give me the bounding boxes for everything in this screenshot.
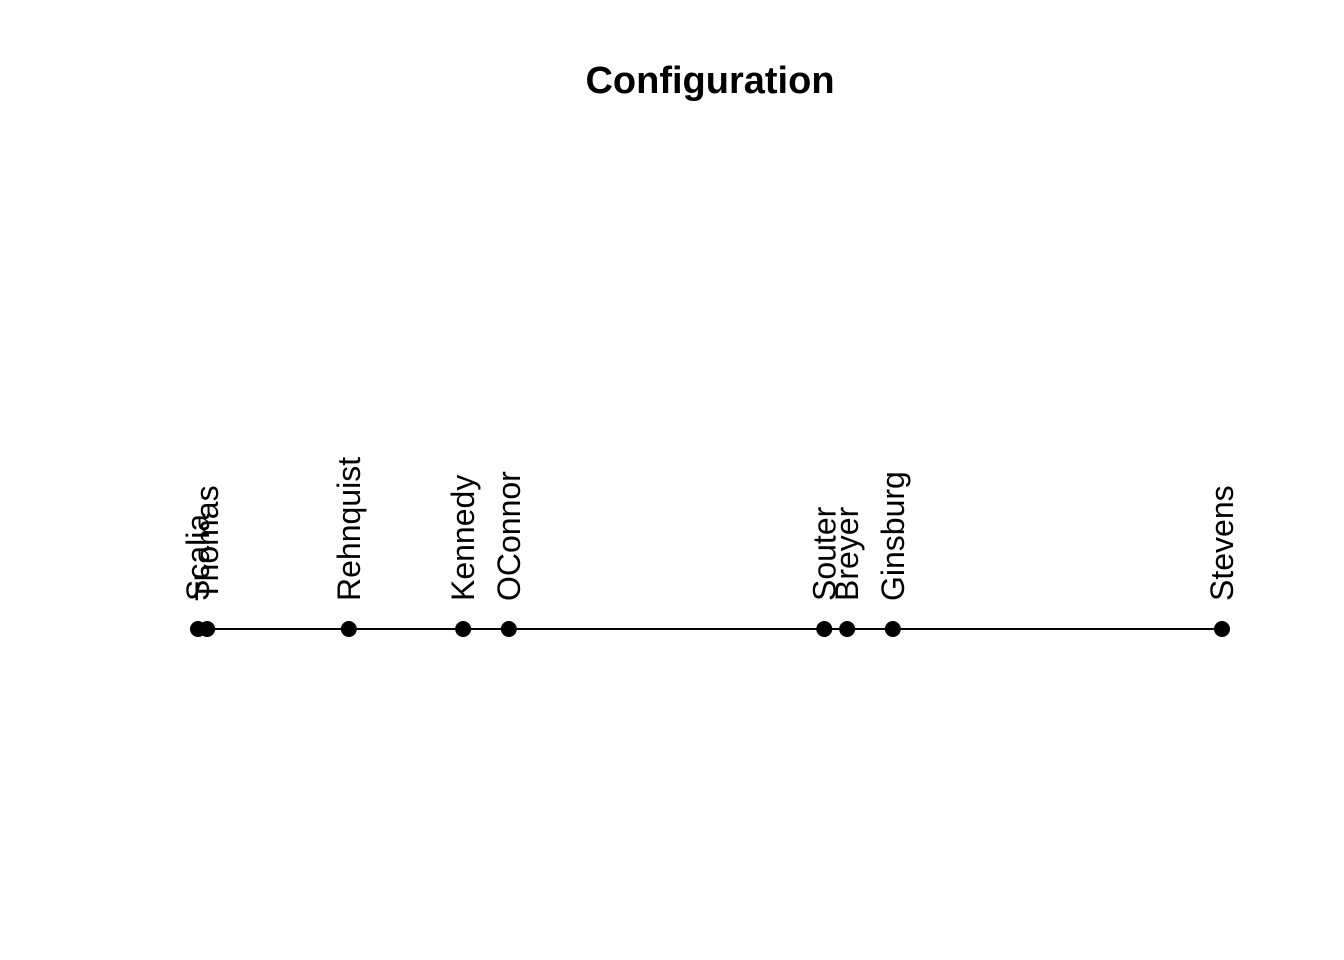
point-label-rehnquist: Rehnquist [331, 457, 367, 601]
point-ginsburg [884, 621, 901, 637]
point-label-thomas: Thomas [189, 485, 225, 601]
point-rehnquist [340, 621, 357, 637]
point-souter [816, 621, 833, 637]
chart-title: Configuration [585, 60, 834, 102]
point-label-souter: Souter [806, 506, 842, 601]
point-label-ginsburg: Ginsburg [875, 471, 911, 601]
point-label-stevens: Stevens [1204, 485, 1240, 601]
point-kennedy [455, 621, 472, 637]
point-oconnor [500, 621, 517, 637]
points-layer [190, 621, 1230, 637]
point-label-oconnor: OConnor [491, 471, 527, 601]
point-label-scalia: Scalia [180, 514, 216, 601]
point-label-kennedy: Kennedy [445, 475, 481, 601]
point-thomas [199, 621, 216, 637]
point-stevens [1214, 621, 1230, 637]
point-label-breyer: Breyer [829, 506, 865, 601]
point-breyer [839, 621, 856, 637]
